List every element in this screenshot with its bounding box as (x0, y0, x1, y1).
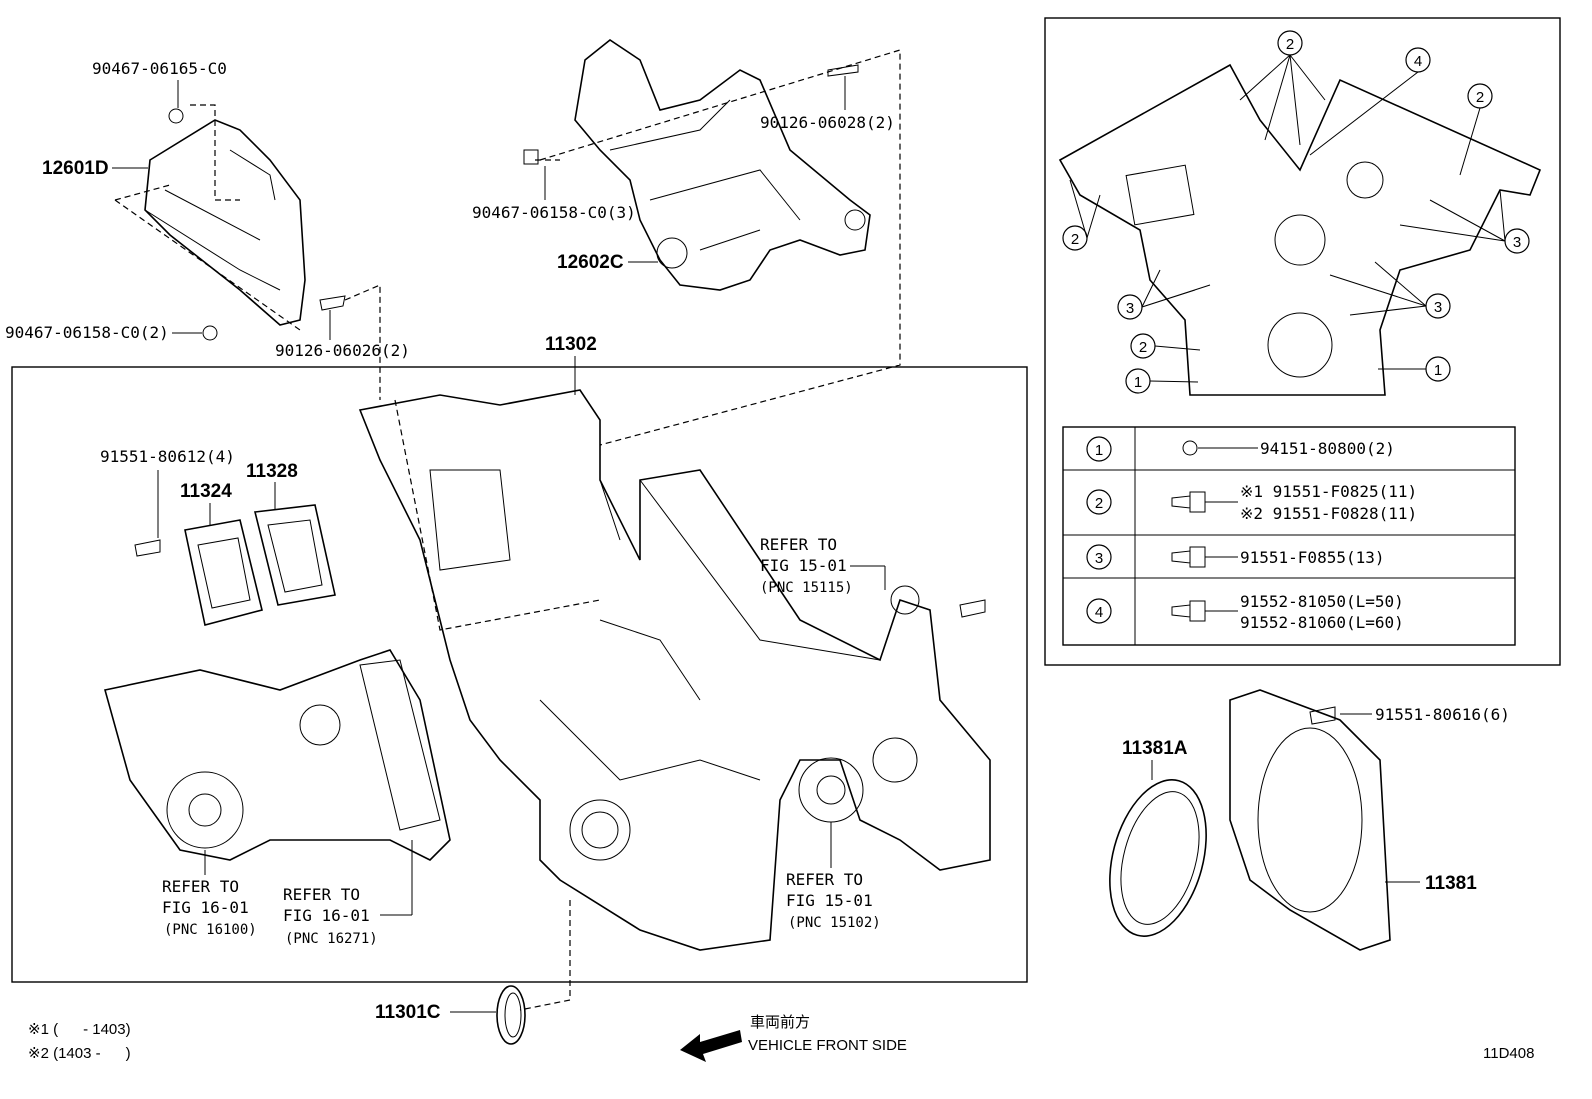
callout-2: 2 (1062, 225, 1088, 251)
callout-1: 1 (1425, 356, 1451, 382)
direction-label-jp: 車両前方 (750, 1014, 810, 1031)
svg-text:91551-F0855(13): 91551-F0855(13) (1240, 548, 1385, 567)
svg-text:REFER TO: REFER TO (283, 885, 360, 904)
note-1: ※1 ( - 1403) (28, 1021, 131, 1038)
svg-text:REFER TO: REFER TO (786, 870, 863, 889)
svg-text:3: 3 (1095, 550, 1103, 567)
svg-text:4: 4 (1414, 53, 1422, 70)
label-bolt-90467-06158-c0-3: 90467-06158-C0(3) (472, 203, 636, 222)
svg-text:FIG 15-01: FIG 15-01 (760, 556, 847, 575)
label-12602c: 12602C (557, 252, 624, 273)
rear-seal-11381a-drawing (1109, 779, 1207, 937)
callout-3: 3 (1117, 294, 1143, 320)
timing-cover-assembly-box (11, 366, 1028, 983)
svg-text:(PNC 15102): (PNC 15102) (788, 915, 881, 931)
plate-11324-drawing (134, 504, 336, 626)
svg-text:94151-80800(2): 94151-80800(2) (1260, 439, 1395, 458)
label-11328: 11328 (246, 461, 298, 482)
svg-text:※2 91551-F0828(11): ※2 91551-F0828(11) (1240, 504, 1417, 523)
label-stud-90126-06026: 90126-06026(2) (275, 341, 410, 360)
svg-text:(PNC 15115): (PNC 15115) (760, 580, 853, 596)
svg-text:REFER TO: REFER TO (162, 877, 239, 896)
timing-cover-drawing (358, 389, 991, 1011)
callout-2: 2 (1130, 333, 1156, 359)
cover-12602c-drawing (523, 39, 901, 446)
callout-1: 1 (1125, 368, 1151, 394)
svg-text:4: 4 (1095, 604, 1103, 621)
inset-cover-outline (1058, 63, 1542, 396)
svg-text:91552-81060(L=60): 91552-81060(L=60) (1240, 613, 1404, 632)
nut-icon (1182, 440, 1198, 456)
svg-text:(PNC 16100): (PNC 16100) (164, 922, 257, 938)
label-bolt-90467-06165-c0: 90467-06165-C0 (92, 59, 227, 78)
svg-text:2: 2 (1286, 36, 1294, 53)
svg-text:91552-81050(L=50): 91552-81050(L=50) (1240, 592, 1404, 611)
svg-text:FIG 16-01: FIG 16-01 (283, 906, 370, 925)
rear-retainer-11381-drawing (1229, 689, 1391, 951)
label-bolt-90467-06158-c0-2: 90467-06158-C0(2) (5, 323, 169, 342)
refer-fig-16-01-pnc-16271: REFER TO FIG 16-01 (PNC 16271) (283, 840, 413, 947)
label-12601d: 12601D (42, 158, 109, 179)
svg-text:FIG 16-01: FIG 16-01 (162, 898, 249, 917)
table-row: 4 91552-81050(L=50) 91552-81060(L=60) (1086, 592, 1404, 632)
label-11381a: 11381A (1122, 738, 1188, 759)
callout-3: 3 (1425, 293, 1451, 319)
svg-text:(PNC 16271): (PNC 16271) (285, 931, 378, 947)
bolt-location-inset (1044, 17, 1561, 666)
svg-text:1: 1 (1134, 374, 1142, 391)
svg-text:FIG 15-01: FIG 15-01 (786, 891, 873, 910)
label-bolt-91551-80612: 91551-80612(4) (100, 447, 235, 466)
label-11301c: 11301C (375, 1002, 441, 1023)
svg-text:1: 1 (1095, 442, 1103, 459)
svg-text:※1 91551-F0825(11): ※1 91551-F0825(11) (1240, 482, 1417, 501)
refer-fig-15-01-pnc-15102: REFER TO FIG 15-01 (PNC 15102) (786, 822, 881, 931)
note-2: ※2 (1403 - ) (28, 1045, 131, 1062)
table-row: 3 91551-F0855(13) (1086, 544, 1385, 570)
label-bolt-91551-80616: 91551-80616(6) (1375, 705, 1510, 724)
svg-text:REFER TO: REFER TO (760, 535, 837, 554)
svg-text:2: 2 (1476, 89, 1484, 106)
label-11324: 11324 (180, 481, 232, 502)
bolt-icon (1171, 491, 1206, 513)
label-stud-90126-06028: 90126-06028(2) (760, 113, 895, 132)
svg-text:2: 2 (1095, 495, 1103, 512)
bolt-icon (1171, 600, 1206, 622)
callout-2: 2 (1277, 30, 1303, 56)
callout-2: 2 (1467, 83, 1493, 109)
bolt-table: 1 94151-80800(2) 2 ※1 91551-F0825(11) ※2… (1062, 426, 1516, 646)
oil-seal-11301c-drawing (496, 985, 526, 1045)
svg-text:2: 2 (1071, 231, 1079, 248)
svg-text:3: 3 (1513, 234, 1521, 251)
svg-text:3: 3 (1126, 300, 1134, 317)
water-pump-drawing (104, 649, 451, 861)
svg-text:2: 2 (1139, 339, 1147, 356)
label-11302: 11302 (545, 334, 597, 355)
svg-text:1: 1 (1434, 362, 1442, 379)
direction-label-en: VEHICLE FRONT SIDE (748, 1037, 907, 1054)
table-row: 2 ※1 91551-F0825(11) ※2 91551-F0828(11) (1086, 482, 1417, 523)
table-row: 1 94151-80800(2) (1086, 436, 1395, 462)
bolt-icon (1171, 546, 1206, 568)
vehicle-front-arrow-icon (680, 1030, 742, 1062)
inset-callouts: 2 4 2 2 3 3 3 2 1 1 (1062, 30, 1530, 394)
diagram-code: 11D408 (1483, 1045, 1534, 1062)
cover-12601d-drawing (114, 104, 381, 400)
svg-text:3: 3 (1434, 299, 1442, 316)
label-11381: 11381 (1425, 873, 1477, 894)
refer-fig-15-01-pnc-15115: REFER TO FIG 15-01 (PNC 15115) (760, 535, 886, 596)
callout-3: 3 (1504, 228, 1530, 254)
callout-4: 4 (1405, 47, 1431, 73)
refer-fig-16-01-pnc-16100: REFER TO FIG 16-01 (PNC 16100) (162, 850, 257, 938)
